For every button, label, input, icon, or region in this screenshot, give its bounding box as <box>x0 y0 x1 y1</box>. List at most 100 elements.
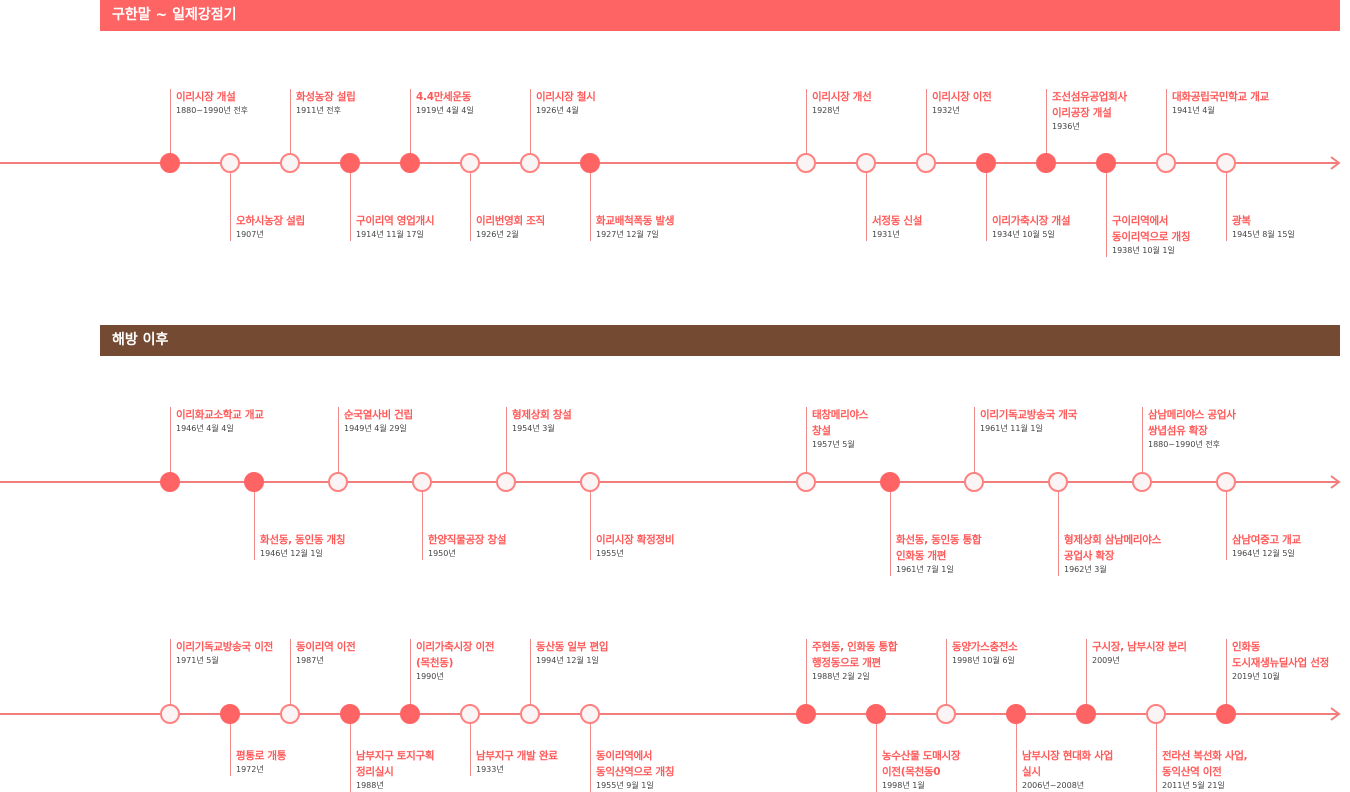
event-connector <box>590 714 591 792</box>
event-connector <box>350 714 351 792</box>
event-marker-filled <box>976 153 996 173</box>
event-title: 이리가축시장 이전 <box>416 641 495 653</box>
event-title: 광복 <box>1232 215 1251 227</box>
event-date: 1957년 5월 <box>812 440 855 449</box>
event-date: 1933년 <box>476 765 504 774</box>
event-connector <box>1046 89 1047 163</box>
event-connector <box>1106 163 1107 257</box>
event-title: 조선섬유공업회사 <box>1052 91 1127 103</box>
event-connector <box>876 714 877 792</box>
event-connector <box>530 89 531 163</box>
event-marker-filled <box>1036 153 1056 173</box>
event-connector <box>290 639 291 714</box>
event-connector <box>290 89 291 163</box>
event-date: 1945년 8월 15일 <box>1232 230 1295 239</box>
event-date: 1964년 12월 5일 <box>1232 549 1295 558</box>
event-date: 1880~1990년 전후 <box>176 106 249 115</box>
event-marker-filled <box>160 472 180 492</box>
event-date: 1931년 <box>872 230 900 239</box>
event-marker-hollow <box>496 472 516 492</box>
event-title: 도시재생뉴딜사업 선정 <box>1232 657 1329 669</box>
event-title: 화교배척폭동 발생 <box>596 215 675 227</box>
event-label: 형제상회 창설 1954년 3월 <box>512 407 572 435</box>
event-connector <box>410 89 411 163</box>
event-marker-hollow <box>1132 472 1152 492</box>
event-connector <box>1086 639 1087 714</box>
event-marker-hollow <box>580 704 600 724</box>
event-date: 1938년 10월 1일 <box>1112 246 1175 255</box>
event-marker-filled <box>244 472 264 492</box>
event-date: 1880~1990년 전후 <box>1148 440 1221 449</box>
event-date: 2009년 <box>1092 656 1120 665</box>
event-marker-hollow <box>916 153 936 173</box>
event-title: 이리공장 개설 <box>1052 107 1112 119</box>
event-connector <box>230 163 231 241</box>
event-date: 1941년 4월 <box>1172 106 1215 115</box>
event-title: 한양직물공장 창설 <box>428 534 507 546</box>
event-connector <box>1226 163 1227 241</box>
event-date: 1998년 1월 <box>882 781 925 790</box>
event-title: 삼남여중고 개교 <box>1232 534 1301 546</box>
event-title: 4.4만세운동 <box>416 91 472 103</box>
event-date: 1919년 4월 4일 <box>416 106 474 115</box>
event-title: 형제상회 창설 <box>512 409 572 421</box>
event-date: 2011년 5월 21일 <box>1162 781 1225 790</box>
event-title: 실시 <box>1022 766 1041 778</box>
event-title: 형제상회 삼남메리야스 <box>1064 534 1161 546</box>
event-date: 1946년 4월 4일 <box>176 424 234 433</box>
event-connector <box>530 639 531 714</box>
event-marker-hollow <box>796 153 816 173</box>
event-marker-filled <box>1216 704 1236 724</box>
event-marker-filled <box>1076 704 1096 724</box>
event-marker-filled <box>400 153 420 173</box>
event-title: 이리기독교방송국 이전 <box>176 641 273 653</box>
event-marker-filled <box>880 472 900 492</box>
event-date: 1988년 2월 2일 <box>812 672 870 681</box>
event-marker-hollow <box>1048 472 1068 492</box>
event-label: 이리기독교방송국 이전 1971년 5월 <box>176 639 273 667</box>
event-marker-filled <box>400 704 420 724</box>
event-date: 1954년 3월 <box>512 424 555 433</box>
event-title: 전라선 복선화 사업, <box>1162 750 1248 762</box>
timeline-axis <box>0 713 1338 715</box>
event-date: 1926년 2월 <box>476 230 519 239</box>
event-marker-hollow <box>936 704 956 724</box>
event-date: 1928년 <box>812 106 840 115</box>
event-connector <box>422 482 423 560</box>
event-marker-hollow <box>328 472 348 492</box>
event-marker-filled <box>220 704 240 724</box>
event-title: 남부지구 개발 완료 <box>476 750 558 762</box>
event-connector <box>590 163 591 241</box>
event-title: 주현동, 인화동 통합 <box>812 641 898 653</box>
event-marker-filled <box>866 704 886 724</box>
event-date: 1962년 3월 <box>1064 565 1107 574</box>
event-marker-hollow <box>412 472 432 492</box>
event-marker-hollow <box>280 153 300 173</box>
event-title: 이리가축시장 개설 <box>992 215 1071 227</box>
event-marker-hollow <box>964 472 984 492</box>
timeline-axis <box>0 162 1338 164</box>
event-title: 화선동, 동인동 개칭 <box>260 534 346 546</box>
event-title: 동익산역 이전 <box>1162 766 1222 778</box>
event-date: 1971년 5월 <box>176 656 219 665</box>
event-label: 4.4만세운동 1919년 4월 4일 <box>416 89 474 117</box>
event-marker-filled <box>160 153 180 173</box>
event-title: 구이리역 영업개시 <box>356 215 435 227</box>
event-title: 이리시장 철시 <box>536 91 596 103</box>
event-title: 남부지구 토지구획 <box>356 750 435 762</box>
event-title: 구시장, 남부시장 분리 <box>1092 641 1187 653</box>
event-connector <box>1058 482 1059 576</box>
event-label: 남부지구 개발 완료 1933년 <box>476 748 558 776</box>
event-date: 1936년 <box>1052 122 1080 131</box>
event-marker-filled <box>796 704 816 724</box>
